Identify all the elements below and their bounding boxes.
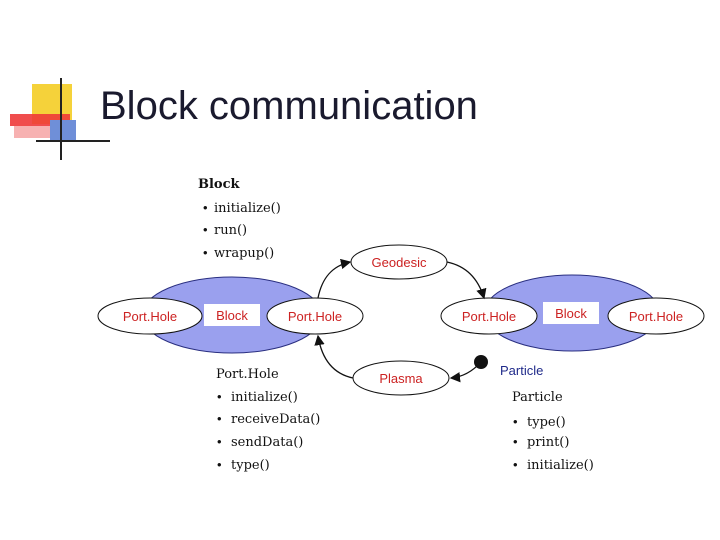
right-porthole-right <box>607 297 705 335</box>
particle-method-list: Particle • type() • print() • initialize… <box>512 390 594 473</box>
right-porthole-right-label: Port.Hole <box>629 309 683 324</box>
bullet: • <box>203 200 208 215</box>
porthole-method-item: receiveData() <box>231 412 320 427</box>
particle-method-item: print() <box>527 435 569 450</box>
particle-dot <box>474 355 488 369</box>
bullet: • <box>513 434 518 449</box>
particle-method-item: initialize() <box>527 458 594 473</box>
right-porthole-left <box>440 297 538 335</box>
arrow-porthole-to-geodesic <box>317 258 352 299</box>
slide-title: Block communication <box>100 84 478 128</box>
left-porthole-left <box>97 297 203 335</box>
particle-method-heading: Particle <box>512 390 563 405</box>
bullet: • <box>217 389 222 404</box>
porthole-method-item: sendData() <box>231 435 303 450</box>
logo-blue-square <box>50 120 76 142</box>
particle-method-item: type() <box>527 415 566 430</box>
left-porthole-right-label: Port.Hole <box>288 309 342 324</box>
block-method-list: Block • initialize() • run() • wrapup() <box>198 177 281 261</box>
plasma-node: Plasma <box>352 360 450 396</box>
block-method-item: wrapup() <box>214 246 274 261</box>
left-block-label: Block <box>216 308 248 323</box>
right-porthole-left-label: Port.Hole <box>462 309 516 324</box>
bullet: • <box>217 457 222 472</box>
geodesic-node: Geodesic <box>350 244 448 280</box>
bullet: • <box>513 414 518 429</box>
bullet: • <box>217 411 222 426</box>
corner-logo <box>10 78 110 160</box>
left-porthole-left-label: Port.Hole <box>123 309 177 324</box>
block-method-heading: Block <box>198 177 241 192</box>
bullet: • <box>203 222 208 237</box>
block-method-item: run() <box>214 223 247 238</box>
bullet: • <box>203 245 208 260</box>
bullet: • <box>513 457 518 472</box>
particle-label: Particle <box>500 363 543 378</box>
left-block-label-box <box>204 304 260 326</box>
arrow-plasma-to-porthole <box>314 334 354 379</box>
bullet: • <box>217 434 222 449</box>
porthole-method-item: initialize() <box>231 390 298 405</box>
porthole-method-item: type() <box>231 458 270 473</box>
geodesic-label: Geodesic <box>372 255 427 270</box>
right-block-label-box <box>543 302 599 324</box>
left-block-group: Port.Hole Block Port.Hole <box>97 276 364 354</box>
right-block-group: Port.Hole Block Port.Hole <box>440 274 705 352</box>
arrow-geodesic-to-porthole <box>446 261 487 300</box>
logo-red-fade <box>14 126 58 138</box>
porthole-method-heading: Port.Hole <box>216 367 279 382</box>
right-block-label: Block <box>555 306 587 321</box>
left-porthole-right <box>266 297 364 335</box>
logo-horizontal-line <box>36 140 110 142</box>
block-method-item: initialize() <box>214 201 281 216</box>
plasma-label: Plasma <box>379 371 423 386</box>
porthole-method-list: Port.Hole • initialize() • receiveData()… <box>216 367 320 473</box>
logo-vertical-line <box>60 78 62 160</box>
